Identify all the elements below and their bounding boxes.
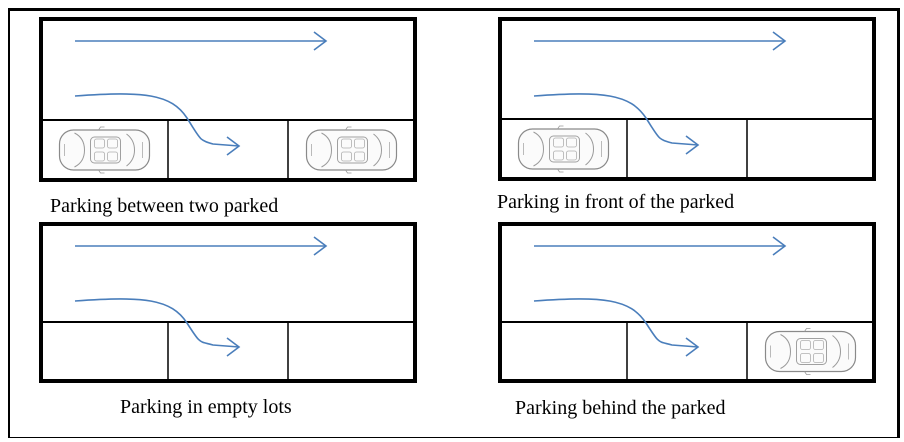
car-top-view-icon [58,126,151,174]
car-top-view-icon [305,126,398,174]
arrow-head [772,236,787,256]
arrow-head [226,136,241,156]
arrow-head [313,31,328,51]
turn-in-arrow-icon [533,93,699,146]
panel-caption: Parking in empty lots [120,396,292,418]
parking-area [39,222,417,383]
arrow-head [772,31,787,51]
car-top-view-icon [517,125,610,173]
turn-in-arrow-icon [74,298,240,348]
arrow-head [226,337,241,357]
panel-caption: Parking in front of the parked [497,191,735,213]
parking-area [498,17,876,181]
parking-area [39,17,417,182]
arrow-head [313,236,328,256]
turn-in-arrow-icon [533,298,699,348]
panel-caption: Parking between two parked [50,195,279,217]
arrow-head [685,337,700,357]
outer-frame [8,8,900,438]
panel-caption: Parking behind the parked [515,397,726,419]
parking-area [498,222,876,383]
car-top-view-icon [764,327,857,376]
arrow-head [685,135,700,155]
turn-in-arrow-icon [74,93,240,147]
